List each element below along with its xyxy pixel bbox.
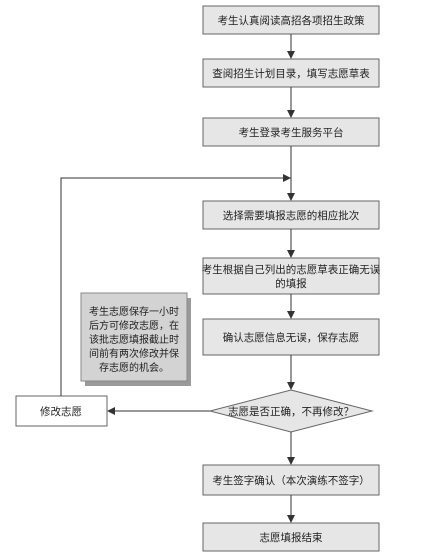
note-line-4: 间前有两次修改并保: [89, 347, 179, 360]
note-line-1: 考生志愿保存一小时: [89, 305, 179, 318]
step-5-text-line1: 考生根据自己列出的志愿草表正确无误: [202, 263, 381, 276]
step-3-text: 考生登录考生服务平台: [239, 126, 344, 139]
step-2-text: 查阅招生计划目录，填写志愿草表: [212, 67, 370, 80]
note-line-5: 存志愿的机会。: [99, 361, 169, 374]
step-1-box: [202, 5, 380, 35]
step-7-text: 考生签字确认（本次演练不签字）: [212, 474, 370, 487]
step-7-box: [202, 464, 380, 496]
step-6-box: [202, 318, 380, 356]
loop-back-arrow: [60, 177, 291, 396]
step-1-text: 考生认真阅读高招各项招生政策: [218, 14, 365, 27]
step-3-box: [202, 117, 380, 147]
step-6-text: 确认志愿信息无误，保存志愿: [223, 331, 360, 344]
step-8-box: [202, 522, 380, 552]
note-line-2: 后方可修改志愿，在: [89, 319, 179, 332]
decision-text: 志愿是否正确，不再修改？: [228, 405, 354, 418]
note-box: [80, 292, 188, 382]
step-8-text: 志愿填报结束: [260, 531, 323, 544]
note-line-3: 该批志愿填报截止时: [89, 333, 179, 346]
modify-text: 修改志愿: [40, 405, 82, 418]
step-5-text-line2: 的填报: [275, 277, 307, 290]
step-5-box: [202, 257, 380, 295]
step-4-text: 选择需要填报志愿的相应批次: [223, 209, 360, 222]
modify-box: [15, 395, 108, 427]
step-2-box: [202, 58, 380, 88]
